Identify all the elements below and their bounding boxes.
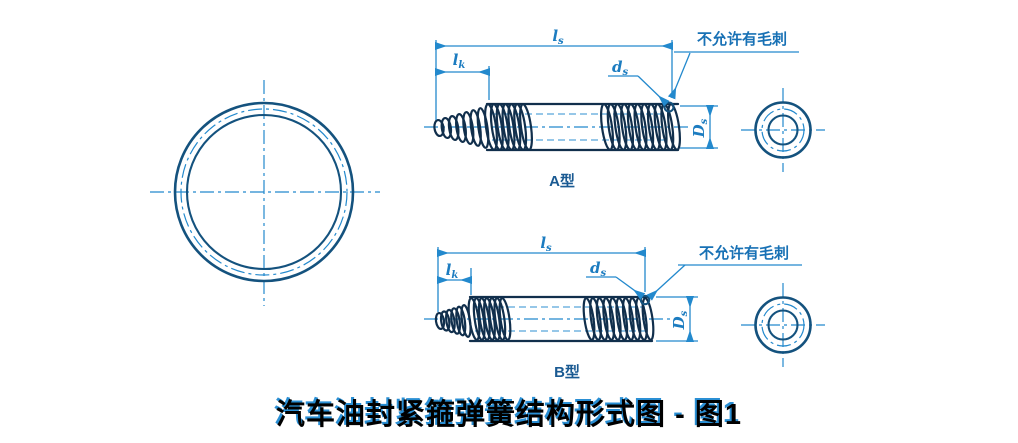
coil-turn (467, 297, 481, 341)
ring-inner-circle (185, 113, 343, 271)
coil-turn (613, 103, 628, 151)
spring-a-wire-dia-label: ds (612, 58, 629, 78)
coil-turn (434, 311, 446, 331)
end-view-b-inner-circle (767, 309, 799, 341)
coil-turn (620, 103, 635, 151)
coil-turn (476, 107, 490, 149)
coil-turn (469, 109, 482, 147)
coil-turn (495, 103, 510, 151)
coil-turn (646, 103, 661, 151)
coil-turn (488, 297, 502, 341)
coil-turn (477, 297, 491, 341)
coil-turn (433, 118, 445, 138)
coil-turn (455, 305, 467, 337)
spring-b-no-burr-note: 不允许有毛刺 (646, 244, 802, 301)
coil-turn (615, 297, 629, 341)
spring-b-end-length-label: lk (446, 261, 459, 281)
coil-turn (633, 103, 648, 151)
spring-a-end-length-dimension: lk (435, 51, 490, 100)
coil-turn (595, 297, 609, 341)
coil-turn (589, 297, 602, 341)
spring-a-end-view (741, 88, 825, 172)
coil-turn (498, 297, 512, 341)
coil-turn (653, 103, 668, 151)
spring-b-no-burr-text: 不允许有毛刺 (699, 244, 789, 262)
coil-turn (483, 297, 496, 341)
spring-a-no-burr-note: 不允许有毛刺 (667, 30, 799, 100)
coil-turn (507, 103, 522, 151)
spring-a-coils (433, 103, 681, 151)
coil-turn (608, 297, 622, 341)
coil-turn (447, 115, 460, 141)
spring-a-free-length-label: ls (552, 27, 564, 47)
spring-b-free-length-label: ls (540, 234, 552, 254)
spring-b-coils (434, 297, 655, 341)
ring-outer-circle (173, 101, 355, 283)
figure-caption: 汽车油封紧箍弹簧结构形式图 - 图1 (276, 399, 742, 431)
spring-a-length-dimension: ls (435, 27, 673, 120)
spring-b-end-view (741, 283, 825, 367)
type-b-label: B型 (554, 363, 580, 381)
coil-turn (445, 308, 456, 334)
coil-turn (462, 111, 475, 145)
ring-pitch-circle (180, 108, 348, 276)
spring-a-wire-dia-leader: ds (608, 58, 670, 107)
end-view-a-inner-circle (767, 114, 799, 146)
coil-turn (621, 297, 635, 341)
spring-a-end-length-label: lk (453, 51, 466, 71)
coil-turn (493, 297, 507, 341)
end-view-b-outer-circle (754, 296, 812, 354)
spring-b-end-length-dimension: lk (437, 261, 472, 295)
coil-turn (667, 103, 681, 151)
spring-a-drawing: ls lk ds 不允许有毛刺 Ds A型 (424, 27, 799, 190)
coil-turn (628, 297, 642, 341)
coil-turn (600, 103, 614, 151)
spring-b-coil-dia-dimension: Ds (656, 296, 698, 342)
coil-turn (582, 297, 596, 341)
coil-turn (606, 103, 621, 151)
coil-turn (455, 113, 467, 143)
spring-a-coil-dia-label: Ds (690, 118, 710, 138)
coil-turn (440, 116, 453, 140)
spring-a-no-burr-text: 不允许有毛刺 (697, 30, 787, 48)
coil-turn (501, 103, 516, 151)
type-a-label: A型 (549, 172, 575, 190)
coil-turn (640, 103, 655, 151)
ring-front-view (150, 80, 380, 306)
spring-b-wire-dia-leader: ds (586, 259, 646, 300)
spring-a-coil-dia-dimension: Ds (680, 105, 718, 149)
coil-turn (626, 103, 641, 151)
coil-turn (472, 297, 486, 341)
coil-turn (439, 310, 451, 332)
coil-turn (513, 103, 528, 151)
coil-turn (519, 103, 533, 151)
end-view-a-outer-circle (754, 101, 812, 159)
coil-turn (602, 297, 616, 341)
coil-turn (489, 103, 504, 151)
spring-b-coil-dia-label: Ds (670, 310, 690, 330)
coil-turn (484, 103, 498, 151)
spring-b-drawing: ls lk ds 不允许有毛刺 Ds B型 (424, 234, 802, 381)
coil-turn (450, 307, 462, 335)
spring-b-wire-dia-label: ds (590, 259, 607, 279)
